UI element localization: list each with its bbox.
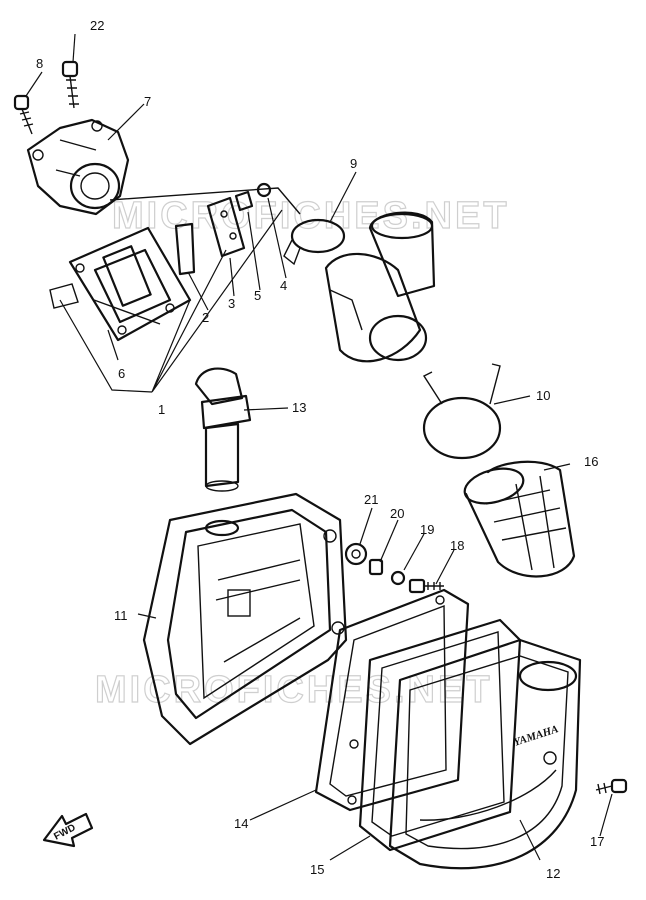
- part-5-screw: [234, 190, 254, 212]
- part-3-reed-stopper: [206, 196, 246, 258]
- part-20-collar: [368, 558, 384, 576]
- part-8-bolt: [13, 94, 34, 135]
- callout-2: 2: [202, 310, 209, 325]
- callout-10: 10: [536, 388, 550, 403]
- leader-lines: [25, 33, 613, 861]
- callout-6: 6: [118, 366, 125, 381]
- part-13-elbow: [194, 367, 252, 492]
- part-22-bolt: [61, 60, 79, 109]
- part-7-manifold: [26, 118, 130, 216]
- callout-16: 16: [584, 454, 598, 469]
- callout-12: 12: [546, 866, 560, 881]
- part-6-gasket: [49, 226, 192, 342]
- callout-13: 13: [292, 400, 306, 415]
- part-21-grommet: [344, 542, 368, 566]
- callout-18: 18: [450, 538, 464, 553]
- callout-8: 8: [36, 56, 43, 71]
- watermark-top: MICROFICHES.NET: [112, 195, 510, 237]
- callout-22: 22: [90, 18, 104, 33]
- callout-3: 3: [228, 296, 235, 311]
- part-15-seal: [358, 618, 522, 852]
- part-18-bolt: [408, 578, 444, 594]
- callout-19: 19: [420, 522, 434, 537]
- fwd-arrow-icon: FWD: [42, 812, 94, 848]
- part-17-screw: [595, 778, 628, 795]
- part-4-screw: [256, 182, 272, 198]
- callout-5: 5: [254, 288, 261, 303]
- callout-21: 21: [364, 492, 378, 507]
- callout-1: 1: [158, 402, 165, 417]
- part-14-gasket: [314, 588, 470, 812]
- part-12-cover: YAMAHA: [388, 638, 582, 870]
- callout-17: 17: [590, 834, 604, 849]
- part-2-reed-petal: [174, 222, 196, 276]
- carburetor-joint: [324, 211, 436, 363]
- callout-14: 14: [234, 816, 248, 831]
- part-9-clamp: [283, 218, 346, 266]
- part-16-intake-duct: [463, 460, 576, 578]
- callout-numbers: 22 8 7 9 10 16 13 6 1 2 3 5 4 11 21 20 1…: [36, 18, 604, 881]
- part-10-spring-band: [422, 363, 502, 460]
- callout-4: 4: [280, 278, 287, 293]
- callout-11: 11: [114, 608, 128, 623]
- callout-7: 7: [144, 94, 151, 109]
- part-19-washer: [390, 570, 406, 586]
- brand-label: YAMAHA: [512, 723, 560, 749]
- callout-9: 9: [350, 156, 357, 171]
- callout-20: 20: [390, 506, 404, 521]
- callout-15: 15: [310, 862, 324, 877]
- watermark-bottom: MICROFICHES.NET: [95, 669, 493, 711]
- hose-line: [109, 187, 301, 215]
